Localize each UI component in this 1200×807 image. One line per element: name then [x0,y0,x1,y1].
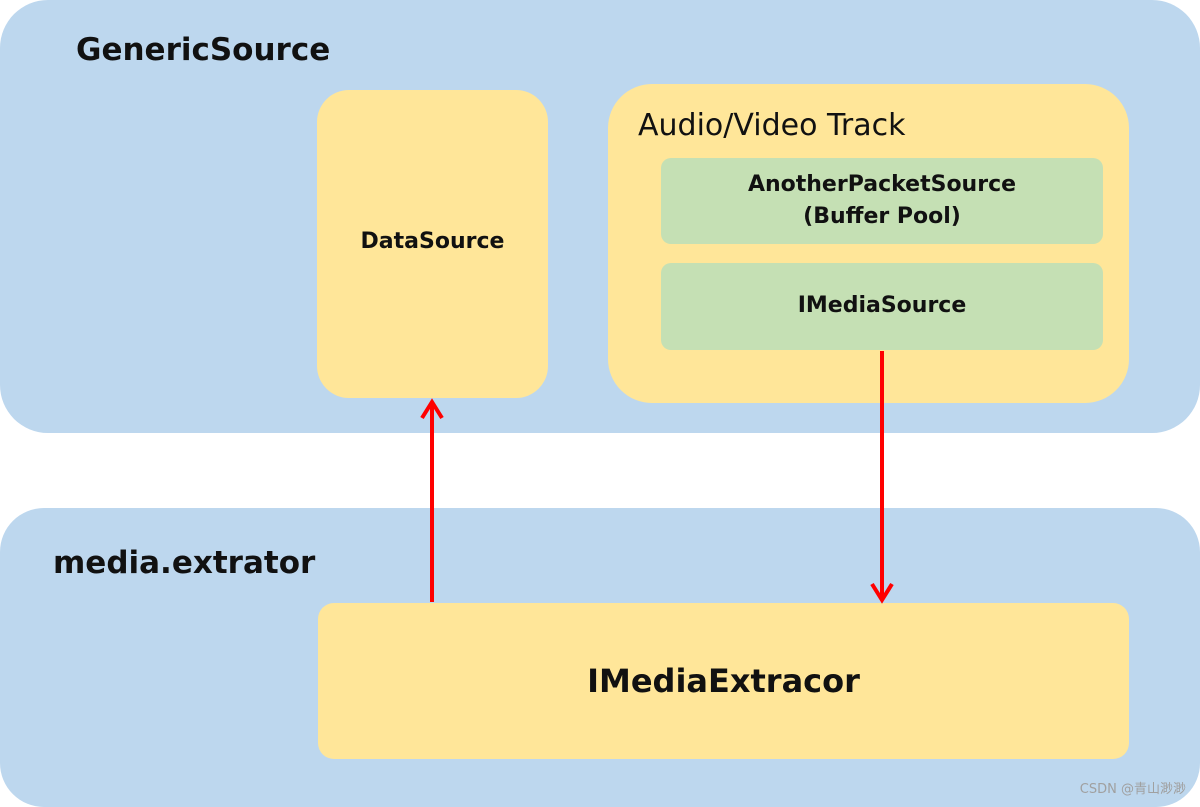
another-packet-source-label: AnotherPacketSource (Buffer Pool) [661,169,1103,233]
audio-video-track-title: Audio/Video Track [638,108,906,143]
another-packet-source-box [661,158,1103,244]
imedia-source-label: IMediaSource [797,293,967,318]
data-source-box [317,90,548,398]
watermark-text: CSDN @青山渺渺 [1079,782,1186,797]
generic-source-title: GenericSource [76,32,331,68]
media-extractor-title: media.extrator [53,545,316,581]
imedia-extractor-label: IMediaExtracor [587,662,860,700]
another-packet-source-line1: AnotherPacketSource [747,172,1017,197]
data-source-label: DataSource [360,229,505,254]
another-packet-source-line2: (Buffer Pool) [803,204,961,229]
imedia-extractor-box [318,603,1129,759]
imedia-source-box [661,263,1103,350]
